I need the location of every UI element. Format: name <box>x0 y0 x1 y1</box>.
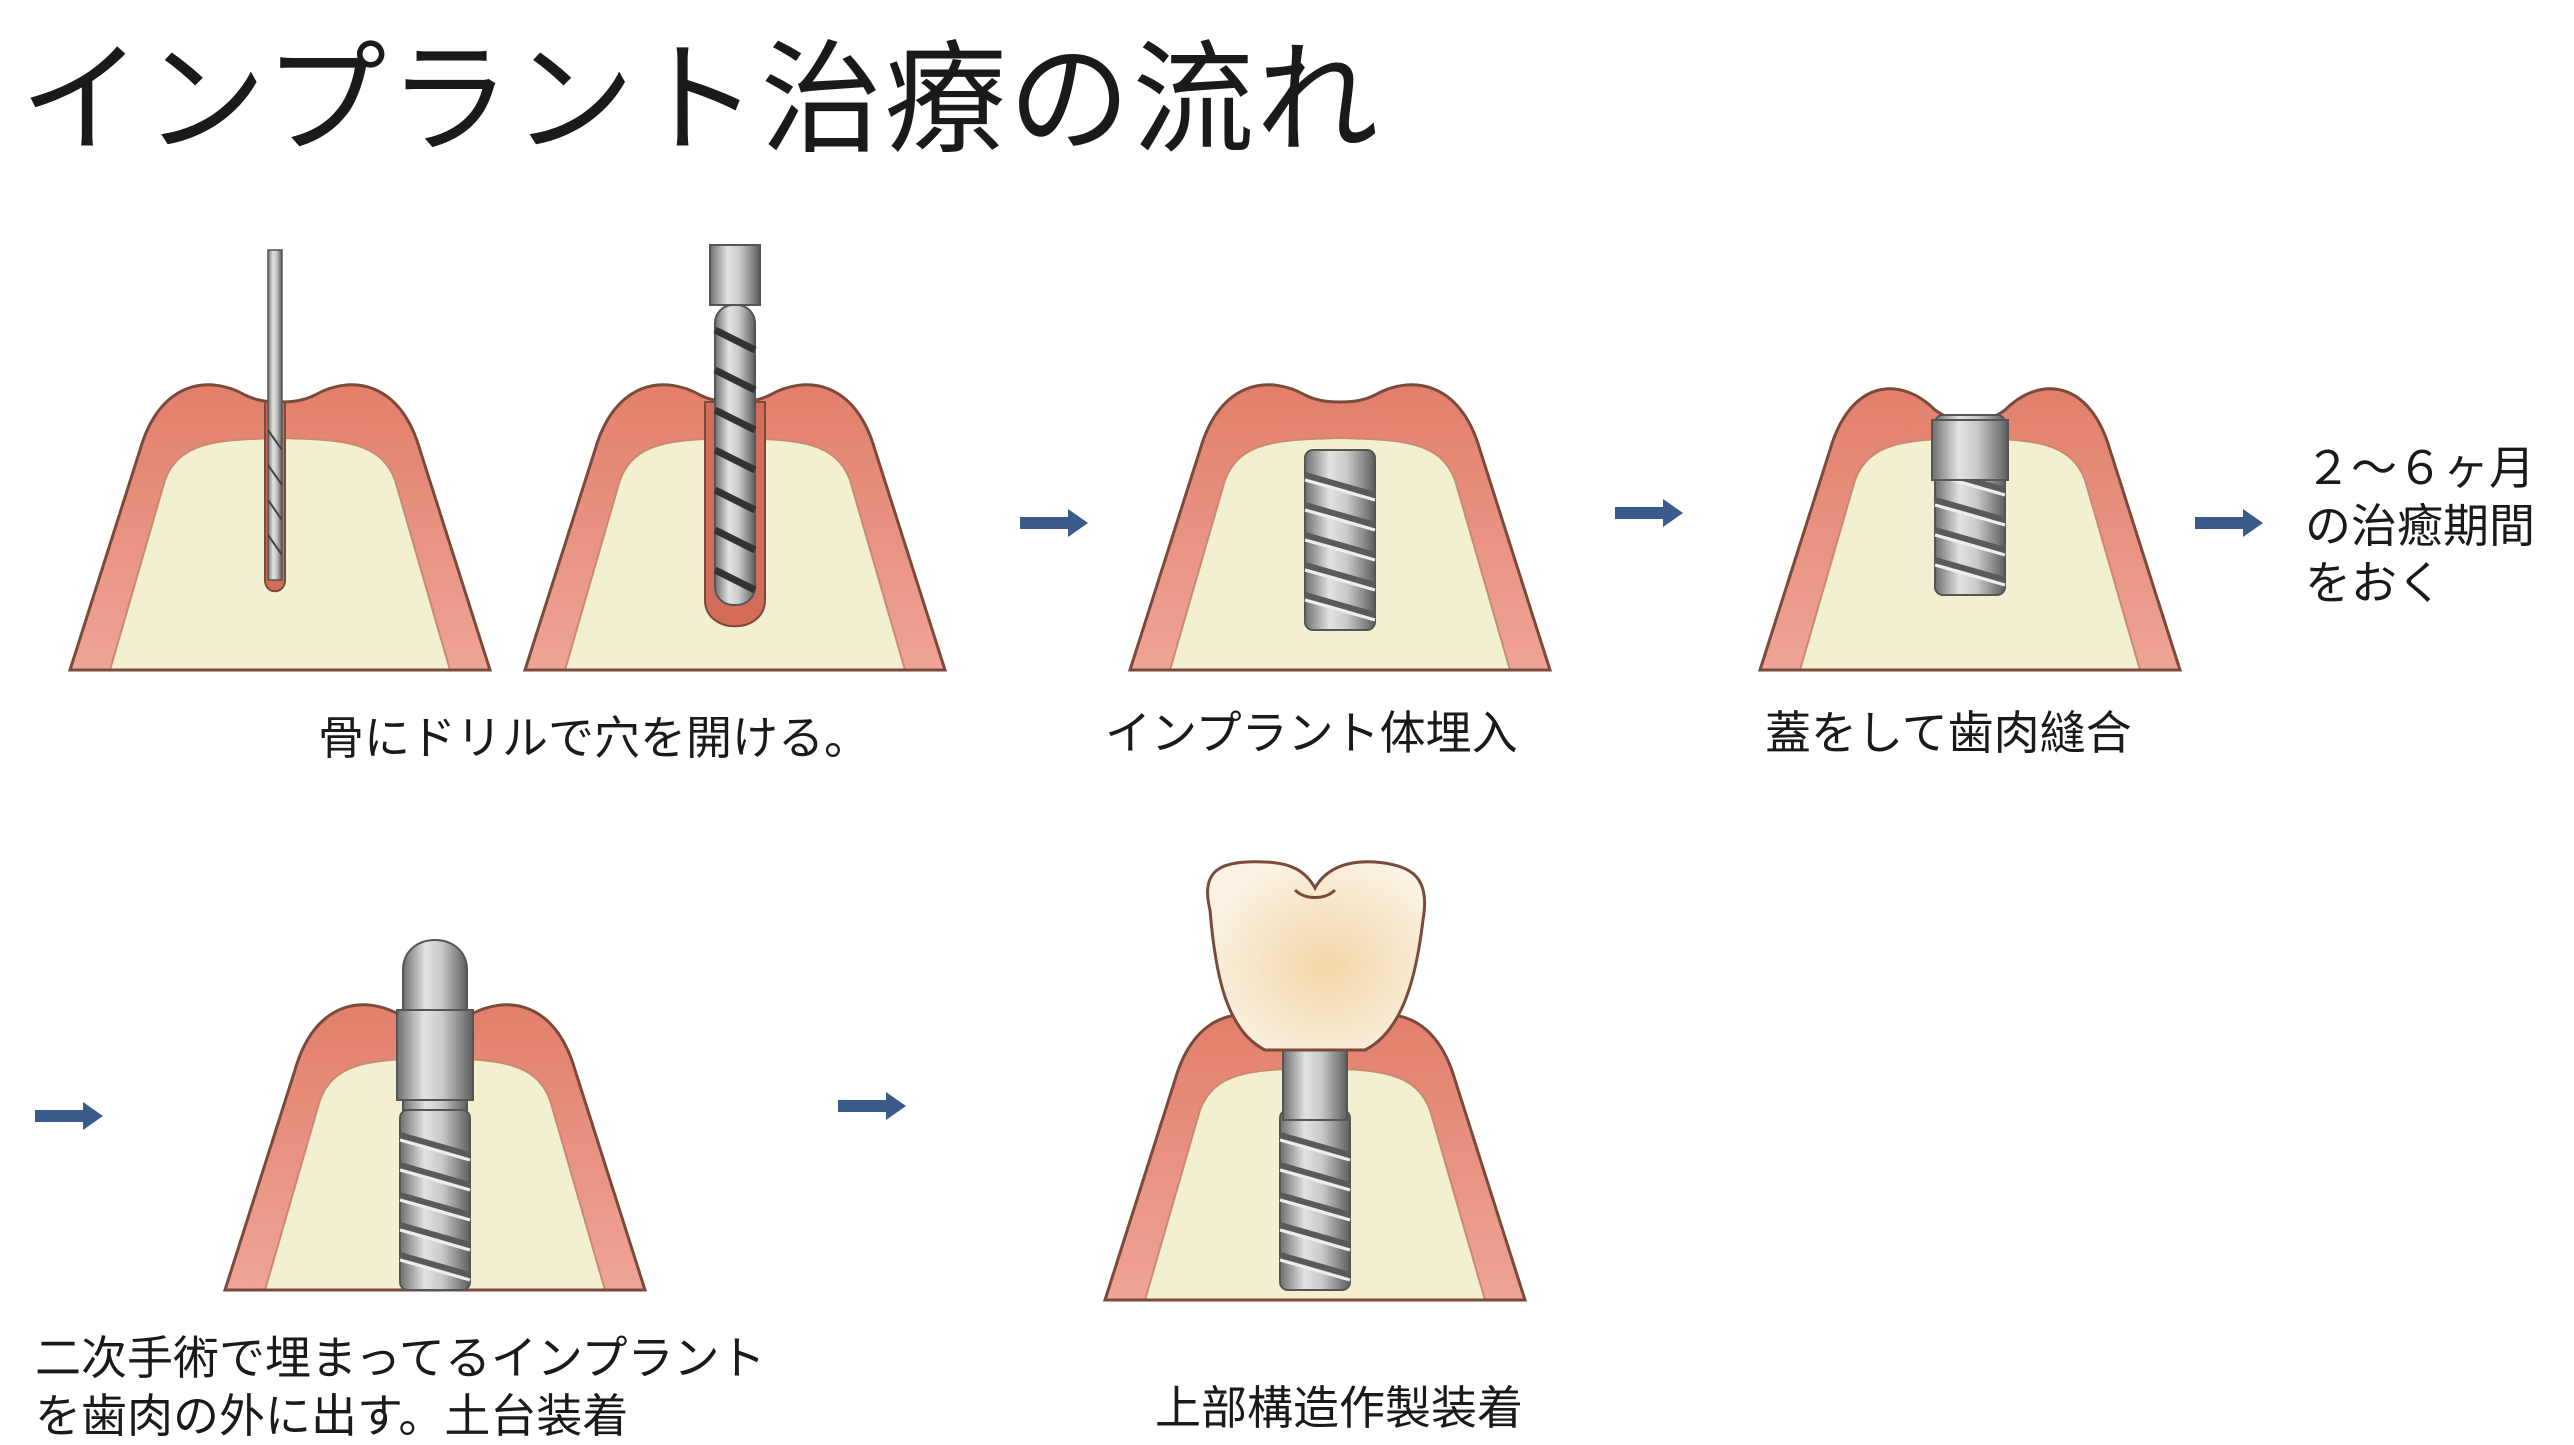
caption-second-surgery: 二次手術で埋まってるインプラント を歯肉の外に出す。土台装着 <box>35 1330 765 1445</box>
drill-icon <box>268 250 282 580</box>
healing-note-line: をおく <box>2305 555 2535 613</box>
crown-icon <box>1207 862 1424 1050</box>
caption-line: を歯肉の外に出す。土台装着 <box>35 1388 765 1445</box>
healing-period-note: ２～６ヶ月 の治癒期間 をおく <box>2305 440 2535 613</box>
arrow-right-icon <box>838 1092 906 1120</box>
arrow-right-icon <box>1615 499 1683 527</box>
arrow-right-icon <box>1020 509 1088 537</box>
caption-drill: 骨にドリルで穴を開ける。 <box>318 710 870 768</box>
implant-icon <box>1280 1110 1350 1290</box>
caption-suture: 蓋をして歯肉縫合 <box>1765 705 2132 763</box>
arrow-right-icon <box>35 1102 103 1130</box>
arrow-right-icon <box>2195 509 2263 537</box>
abutment-icon <box>397 940 473 1110</box>
jaw-with-implant <box>1130 385 1550 670</box>
jaw-with-crown <box>1105 862 1525 1300</box>
jaw-with-pilot-drill <box>70 250 490 670</box>
healing-note-line: ２～６ヶ月 <box>2305 440 2535 498</box>
healing-note-line: の治癒期間 <box>2305 498 2535 556</box>
drill-icon <box>710 245 760 605</box>
jaw-with-covered-implant <box>1760 389 2180 670</box>
jaw-with-abutment <box>225 940 645 1290</box>
caption-line: 二次手術で埋まってるインプラント <box>35 1330 765 1388</box>
implant-icon <box>1305 450 1375 630</box>
caption-crown: 上部構造作製装着 <box>1155 1380 1523 1438</box>
jaw-with-wide-drill <box>525 245 945 670</box>
caption-implant: インプラント体埋入 <box>1105 705 1518 763</box>
implant-icon <box>400 1110 470 1290</box>
